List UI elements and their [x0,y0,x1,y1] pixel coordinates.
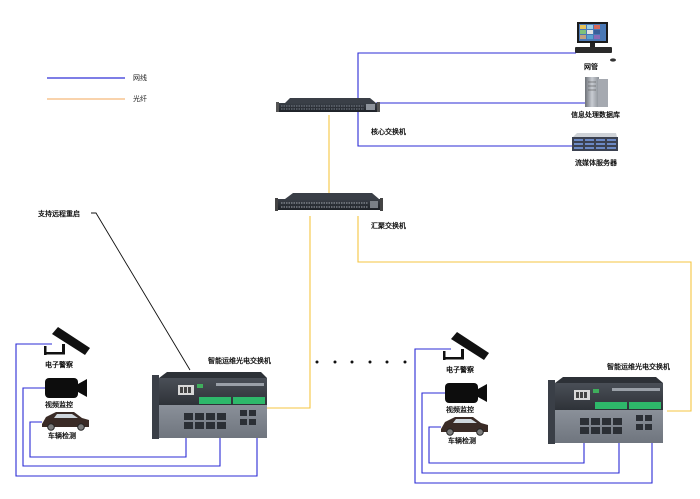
legend [47,77,125,100]
left-police-camera-label: 电子警察 [45,361,73,369]
core-switch-icon [276,98,380,112]
core-switch-label: 核心交换机 [371,128,406,136]
info-database-label: 信息处理数据库 [571,111,620,119]
surveillance-camera-right-icon [443,332,489,360]
fiber-aggregation-to-left-edge [266,216,311,409]
industrial-switch-left-icon [152,372,267,439]
aggregation-switch-label: 汇聚交换机 [371,222,406,230]
right-ethernet-links [414,348,653,484]
edge-switch-right-label: 智能运维光电交换机 [607,363,670,371]
link-left-video-cam [22,387,221,467]
right-police-camera-label: 电子警察 [446,366,474,374]
ellipsis-dots [315,360,407,364]
remote-restart-leader-line [91,212,191,371]
video-camera-left-icon [45,378,87,398]
legend-fiber-label: 光纤 [133,95,147,103]
right-vehicle-detection-label: 车辆检测 [448,437,476,445]
network-manager-label: 网管 [584,63,598,71]
link-right-vehicle [428,426,585,464]
link-core-to-nms [357,52,576,101]
link-left-vehicle [29,421,187,458]
industrial-switch-right-icon [548,377,663,444]
car-left-icon [42,412,89,431]
core-ethernet-links [357,52,586,147]
rack-storage-server-icon [572,133,618,151]
car-right-icon [441,417,488,436]
tower-server-icon [585,77,608,107]
remote-restart-annotation: 支持远程重启 [38,210,80,218]
fiber-links [266,115,692,412]
video-camera-right-icon [445,383,487,403]
surveillance-camera-left-icon [44,327,90,355]
link-right-video-cam [421,392,620,474]
link-left-police-cam [15,343,258,477]
edge-switch-left-label: 智能运维光电交换机 [208,357,271,365]
aggregation-switch-icon [275,193,383,211]
media-server-label: 流媒体服务器 [575,159,617,167]
left-video-camera-label: 视频监控 [45,401,73,409]
link-right-police-cam [414,348,653,484]
link-core-to-media [357,111,572,147]
right-video-camera-label: 视频监控 [446,406,474,414]
legend-ethernet-label: 网线 [133,74,147,82]
left-vehicle-detection-label: 车辆检测 [48,432,76,440]
monitor-computer-icon [575,22,616,62]
fiber-aggregation-to-right-edge [357,216,692,412]
left-ethernet-links [15,343,258,477]
